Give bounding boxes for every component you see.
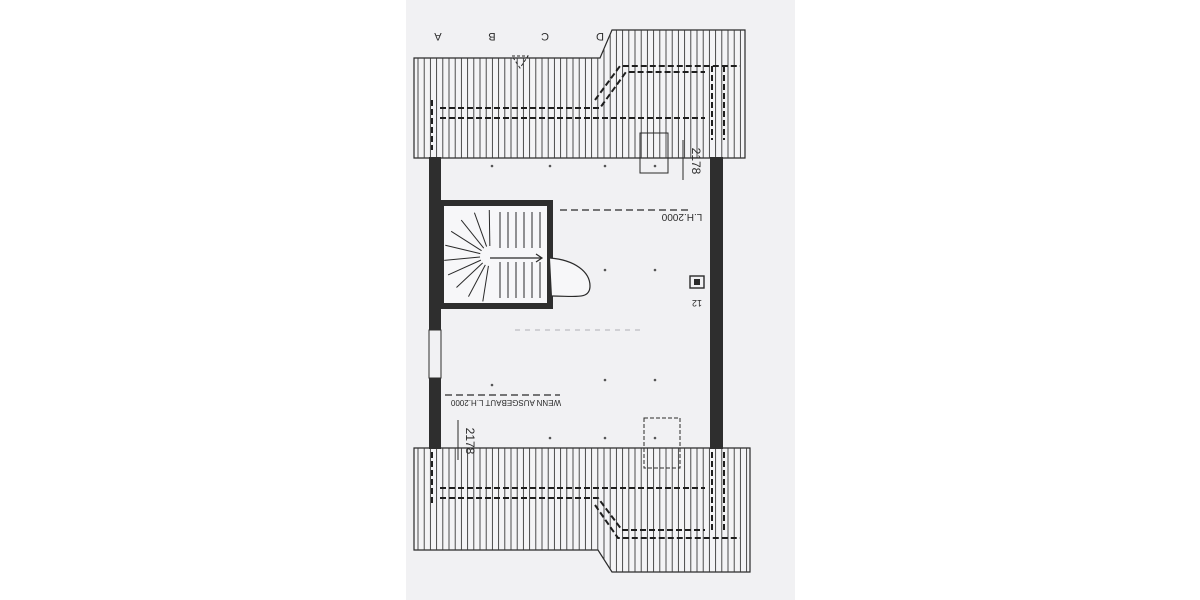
roof-window-bottom (643, 417, 681, 469)
roof-window-top (639, 132, 669, 174)
stair-arrow-marker (511, 55, 529, 69)
grid-dot (548, 164, 552, 168)
stair-tread (447, 259, 482, 276)
column-letter-a: A (434, 30, 442, 42)
ceiling-height-note-top: L.H.2000 (661, 211, 702, 222)
stair-tread (456, 262, 484, 288)
chimney-box-inner (694, 279, 700, 285)
stair-tread (460, 219, 485, 249)
stair-tread (488, 209, 491, 247)
grid-dot (653, 378, 657, 382)
dashed-beams-bottom (431, 452, 740, 539)
stair-tread (444, 256, 481, 261)
grid-dot (490, 383, 494, 387)
column-letter-c: C (541, 30, 549, 42)
grid-dot (603, 378, 607, 382)
ceiling-height-note-bottom: WENN AUSGEBAUT L.H.2000 (450, 398, 561, 407)
stair-tread (450, 230, 482, 252)
stair-well (438, 200, 553, 309)
grid-dot (548, 436, 552, 440)
grid-dots (490, 164, 657, 440)
wall-left-gap (428, 329, 442, 379)
dimension-label-top: 2178 (689, 148, 703, 175)
grid-dot (653, 436, 657, 440)
stair-tread (473, 212, 488, 247)
stair-tread (468, 264, 486, 297)
column-letter-d: D (596, 30, 604, 42)
stair-landing-arc (549, 257, 591, 298)
stair-treads (444, 209, 541, 302)
grid-dot (603, 268, 607, 272)
grid-dot (490, 164, 494, 168)
chimney-box (689, 275, 705, 289)
stair-direction-arrow (490, 253, 544, 263)
stair-tread (445, 244, 481, 255)
wall-right (710, 157, 723, 449)
chimney-label: 12 (692, 298, 702, 308)
grid-dot (603, 436, 607, 440)
grid-dot (653, 268, 657, 272)
dashed-beams-top (431, 65, 740, 150)
stair-tread (482, 265, 489, 302)
grid-dot (603, 164, 607, 168)
column-letter-b: B (488, 30, 495, 42)
grid-dot (653, 164, 657, 168)
dimension-label-bottom: 2178 (463, 428, 477, 455)
staircase (438, 200, 591, 309)
